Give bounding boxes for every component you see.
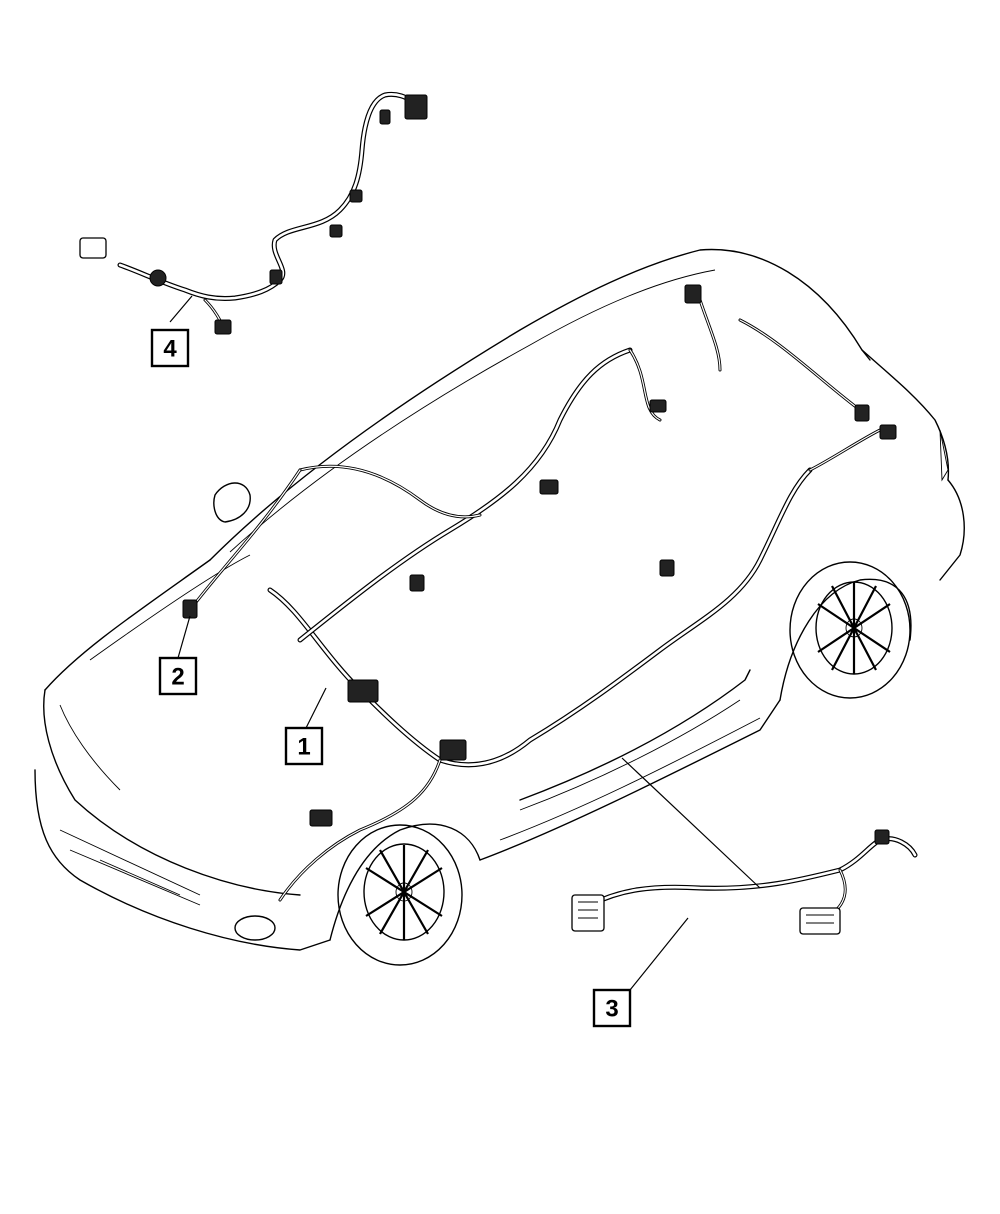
leader-4	[169, 295, 193, 323]
leader-1	[305, 687, 327, 729]
roof-inner-line	[229, 269, 716, 553]
leader-3	[629, 917, 689, 991]
callout-2: 2	[158, 656, 198, 696]
side-molding	[519, 669, 751, 801]
harness-1	[267, 284, 897, 902]
leader-2	[177, 615, 191, 659]
hood-front-edge	[43, 689, 301, 896]
cowl-line	[89, 554, 251, 661]
callout-1-label: 1	[297, 734, 310, 761]
roof-outline	[209, 248, 871, 561]
rear-bumper	[939, 479, 965, 581]
callout-2-label: 2	[171, 664, 184, 691]
callout-4: 4	[150, 328, 190, 368]
callout-3-label: 3	[605, 996, 618, 1023]
callout-3: 3	[592, 988, 632, 1028]
front-grille	[59, 829, 201, 906]
connector-left	[571, 894, 605, 932]
front-fender	[329, 823, 481, 941]
harness-2	[182, 468, 302, 619]
side-mirror	[213, 482, 251, 523]
leader-3b	[621, 757, 761, 889]
harness-4	[79, 91, 428, 335]
rear-hatch	[861, 349, 950, 481]
fog-light	[234, 915, 276, 941]
vehicle-body	[34, 248, 965, 951]
rocker-panel	[479, 699, 781, 861]
front-wheel	[337, 824, 463, 966]
rear-wheel	[789, 561, 911, 699]
leader-lines	[169, 295, 761, 991]
rocker-trim	[499, 699, 761, 841]
front-bumper	[34, 769, 331, 951]
callout-1: 1	[284, 726, 324, 766]
rear-light	[939, 429, 949, 482]
connector-right	[799, 907, 841, 935]
hood-outline	[44, 559, 211, 691]
callout-4-label: 4	[163, 336, 177, 363]
hood-crease	[59, 704, 121, 791]
harness-3	[571, 829, 918, 935]
